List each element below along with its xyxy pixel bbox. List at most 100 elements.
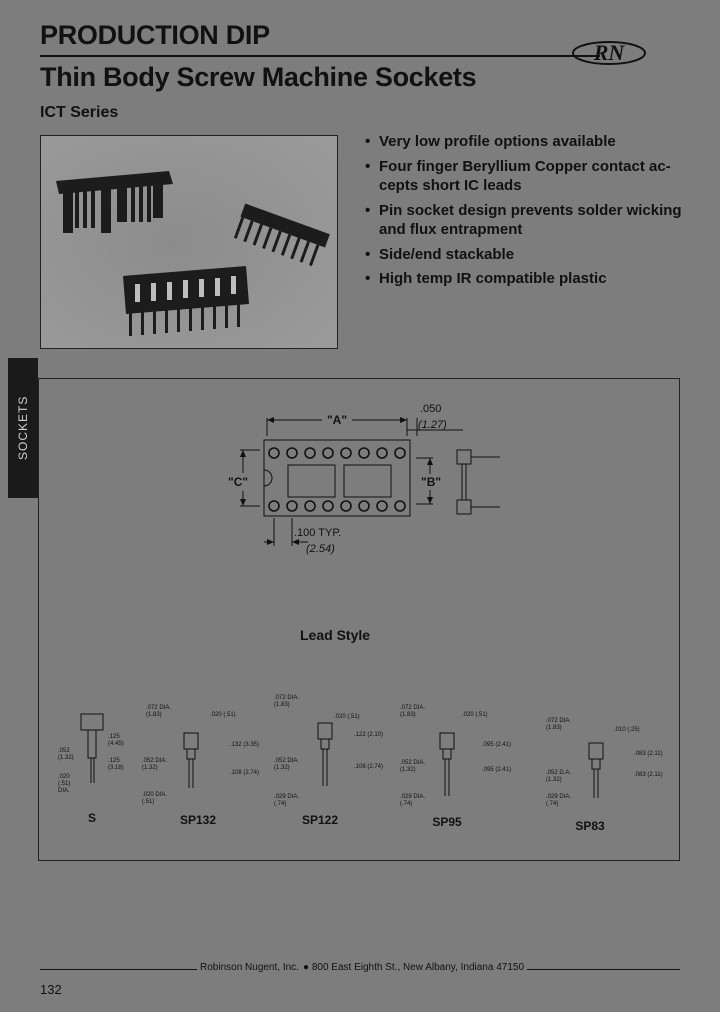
feature-list: •Very low profile options available •Fou… (365, 132, 685, 294)
lead-sp132-label: SP132 (180, 813, 216, 827)
svg-text:(.51): (.51) (142, 799, 154, 805)
svg-text:(.74): (.74) (274, 801, 286, 807)
svg-text:(1.32): (1.32) (142, 765, 158, 771)
svg-text:.125: .125 (108, 758, 120, 764)
svg-text:.020: .020 (58, 774, 70, 780)
lead-sp95-label: SP95 (432, 815, 462, 829)
dim-end-pitch: .050 (420, 403, 441, 415)
lead-sp122-body (317, 722, 333, 740)
socket-photo-right (233, 203, 330, 267)
socket-window-right (343, 464, 392, 498)
feature-item: •High temp IR compatible plastic (365, 270, 607, 287)
svg-text:.095 (2.41): .095 (2.41) (482, 742, 511, 748)
svg-text:(1.32): (1.32) (58, 755, 74, 761)
logo-text: RN (593, 40, 626, 65)
pin-hole (304, 447, 316, 459)
dim-c-label: "C" (228, 475, 248, 489)
svg-text:.095 (2.41): .095 (2.41) (482, 767, 511, 773)
svg-text:.132 (3.35): .132 (3.35) (230, 742, 259, 748)
svg-text:(1.32): (1.32) (400, 767, 416, 773)
lead-sp95-body (439, 732, 455, 750)
pin-hole (268, 500, 280, 512)
pin-hole (394, 500, 406, 512)
series-name: ICT Series (40, 104, 119, 121)
svg-text:.020 (.51): .020 (.51) (210, 712, 236, 718)
lead-sp132-body (183, 732, 199, 750)
svg-text:DIA.: DIA. (58, 788, 70, 794)
pin-hole (340, 447, 352, 459)
lead-s-body (80, 713, 104, 731)
product-category-title: PRODUCTION DIP (40, 20, 270, 50)
pin-hole (376, 500, 388, 512)
svg-text:.108 (2.74): .108 (2.74) (354, 764, 383, 770)
svg-text:(3.18): (3.18) (108, 765, 124, 771)
svg-text:.052 DIA.: .052 DIA. (400, 760, 425, 766)
svg-text:.083 (2.11): .083 (2.11) (634, 772, 663, 778)
svg-text:.029 DIA.: .029 DIA. (546, 794, 571, 800)
dim-pitch-mm: (2.54) (306, 543, 335, 555)
svg-text:.029 DIA.: .029 DIA. (400, 794, 425, 800)
pin-hole (304, 500, 316, 512)
feature-item: •Very low profile options available (365, 133, 616, 150)
svg-text:(1.32): (1.32) (274, 765, 290, 771)
socket-outline (263, 439, 411, 517)
feature-item: •Pin socket design prevents solder wicki… (365, 201, 682, 239)
product-title: Thin Body Screw Machine Sockets (40, 62, 477, 92)
socket-notch (263, 469, 273, 487)
dim-pitch: .100 TYP. (294, 527, 341, 539)
pin-hole (286, 500, 298, 512)
svg-text:.072 DIA.: .072 DIA. (546, 718, 571, 724)
svg-text:.020 (.51): .020 (.51) (462, 712, 488, 718)
section-tab-label: SOCKETS (16, 395, 30, 461)
svg-text:.083 (2.11): .083 (2.11) (634, 751, 663, 757)
svg-text:.052 DIA.: .052 DIA. (142, 758, 167, 764)
svg-text:.010 (.25): .010 (.25) (614, 727, 640, 733)
drawing-frame (38, 378, 680, 861)
svg-text:.052 D.A.: .052 D.A. (546, 770, 571, 776)
lead-sp83-label: SP83 (575, 819, 605, 833)
svg-text:.072 DIA.: .072 DIA. (400, 705, 425, 711)
svg-text:.020 DIA.: .020 DIA. (142, 792, 167, 798)
svg-text:.052: .052 (58, 748, 70, 754)
svg-text:(.51): (.51) (58, 781, 70, 787)
svg-text:.072 DIA.: .072 DIA. (274, 695, 299, 701)
svg-text:.020 (.51): .020 (.51) (334, 714, 360, 720)
pin-hole (340, 500, 352, 512)
dim-end-pitch-mm: (1.27) (418, 419, 447, 431)
dim-a-label: "A" (327, 413, 347, 427)
header-rule (40, 55, 600, 57)
footer-address: ● 800 East Eighth St., New Albany, India… (300, 962, 528, 973)
product-photo (40, 135, 338, 349)
svg-text:(1.32): (1.32) (546, 777, 562, 783)
pin-hole (394, 447, 406, 459)
svg-text:(.74): (.74) (400, 801, 412, 807)
pin-hole (358, 447, 370, 459)
feature-item: •Side/end stackable (365, 245, 515, 263)
svg-text:.122 (2.10): .122 (2.10) (354, 732, 383, 738)
lead-sp83-body (588, 742, 604, 760)
lead-sp122-label: SP122 (302, 813, 338, 827)
pin-hole (286, 447, 298, 459)
pin-hole (322, 447, 334, 459)
pin-hole (376, 447, 388, 459)
page-number: 132 (40, 982, 62, 997)
svg-text:(1.83): (1.83) (400, 712, 416, 718)
svg-text:.108 (2.74): .108 (2.74) (230, 770, 259, 776)
svg-text:(4.45): (4.45) (108, 741, 124, 747)
lead-s-label: S (88, 811, 96, 825)
pin-hole (358, 500, 370, 512)
pin-hole (322, 500, 334, 512)
pin-hole (268, 447, 280, 459)
dim-b-label: "B" (421, 475, 441, 489)
footer-company: Robinson Nugent, Inc. (197, 962, 302, 973)
drawing-frame-bottom (38, 860, 679, 861)
feature-item: •Four finger Beryllium Copper contact ac… (365, 157, 671, 195)
svg-text:.072 DIA.: .072 DIA. (146, 705, 171, 711)
svg-text:.029 DIA.: .029 DIA. (274, 794, 299, 800)
svg-text:(1.83): (1.83) (274, 702, 290, 708)
technical-drawing: "A" .050 (1.27) "C" "B" .100 TYP. (2.54)… (58, 403, 663, 833)
svg-text:(1.83): (1.83) (146, 712, 162, 718)
company-logo: RN (572, 40, 646, 65)
socket-window-left (287, 464, 336, 498)
lead-style-heading: Lead Style (300, 627, 371, 643)
